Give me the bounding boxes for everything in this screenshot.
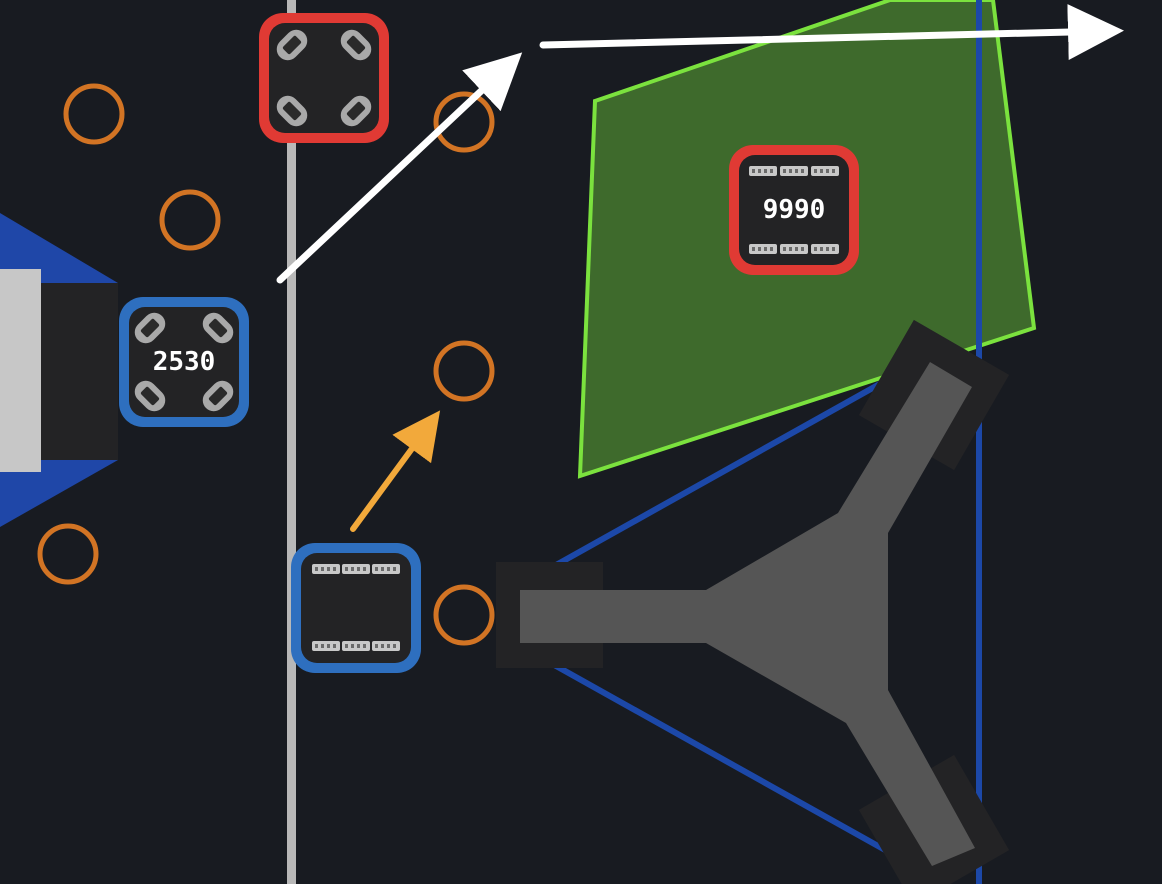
tread-icon — [312, 641, 340, 651]
tread-icon — [780, 244, 808, 254]
tread-icon — [372, 564, 400, 574]
blue-robot-2530[interactable]: 2530 — [119, 297, 249, 427]
ring[interactable] — [433, 584, 495, 646]
blue-robot-bottom[interactable] — [291, 543, 421, 673]
white-path-arrow — [276, 4, 1124, 284]
tread-icon — [780, 166, 808, 176]
y-platform — [496, 319, 1010, 884]
tread-icon — [312, 564, 340, 574]
ring[interactable] — [37, 523, 99, 585]
red-robot-top[interactable] — [259, 13, 389, 143]
tread-icon — [811, 244, 839, 254]
ring[interactable] — [433, 340, 495, 402]
center-line — [287, 0, 296, 884]
tread-icon — [811, 166, 839, 176]
robot-number: 2530 — [152, 347, 216, 377]
red-robot-9990[interactable]: 9990 — [729, 145, 859, 275]
tread-icon — [342, 641, 370, 651]
robot-number — [291, 543, 421, 673]
ring[interactable] — [159, 189, 221, 251]
robot-number: 9990 — [762, 195, 826, 225]
left-goal-structure — [0, 213, 118, 527]
orange-path-arrow — [350, 410, 441, 532]
tread-icon — [372, 641, 400, 651]
tread-icon — [342, 564, 370, 574]
ring[interactable] — [63, 83, 125, 145]
tread-icon — [749, 166, 777, 176]
robot-number — [259, 13, 389, 143]
tread-icon — [749, 244, 777, 254]
